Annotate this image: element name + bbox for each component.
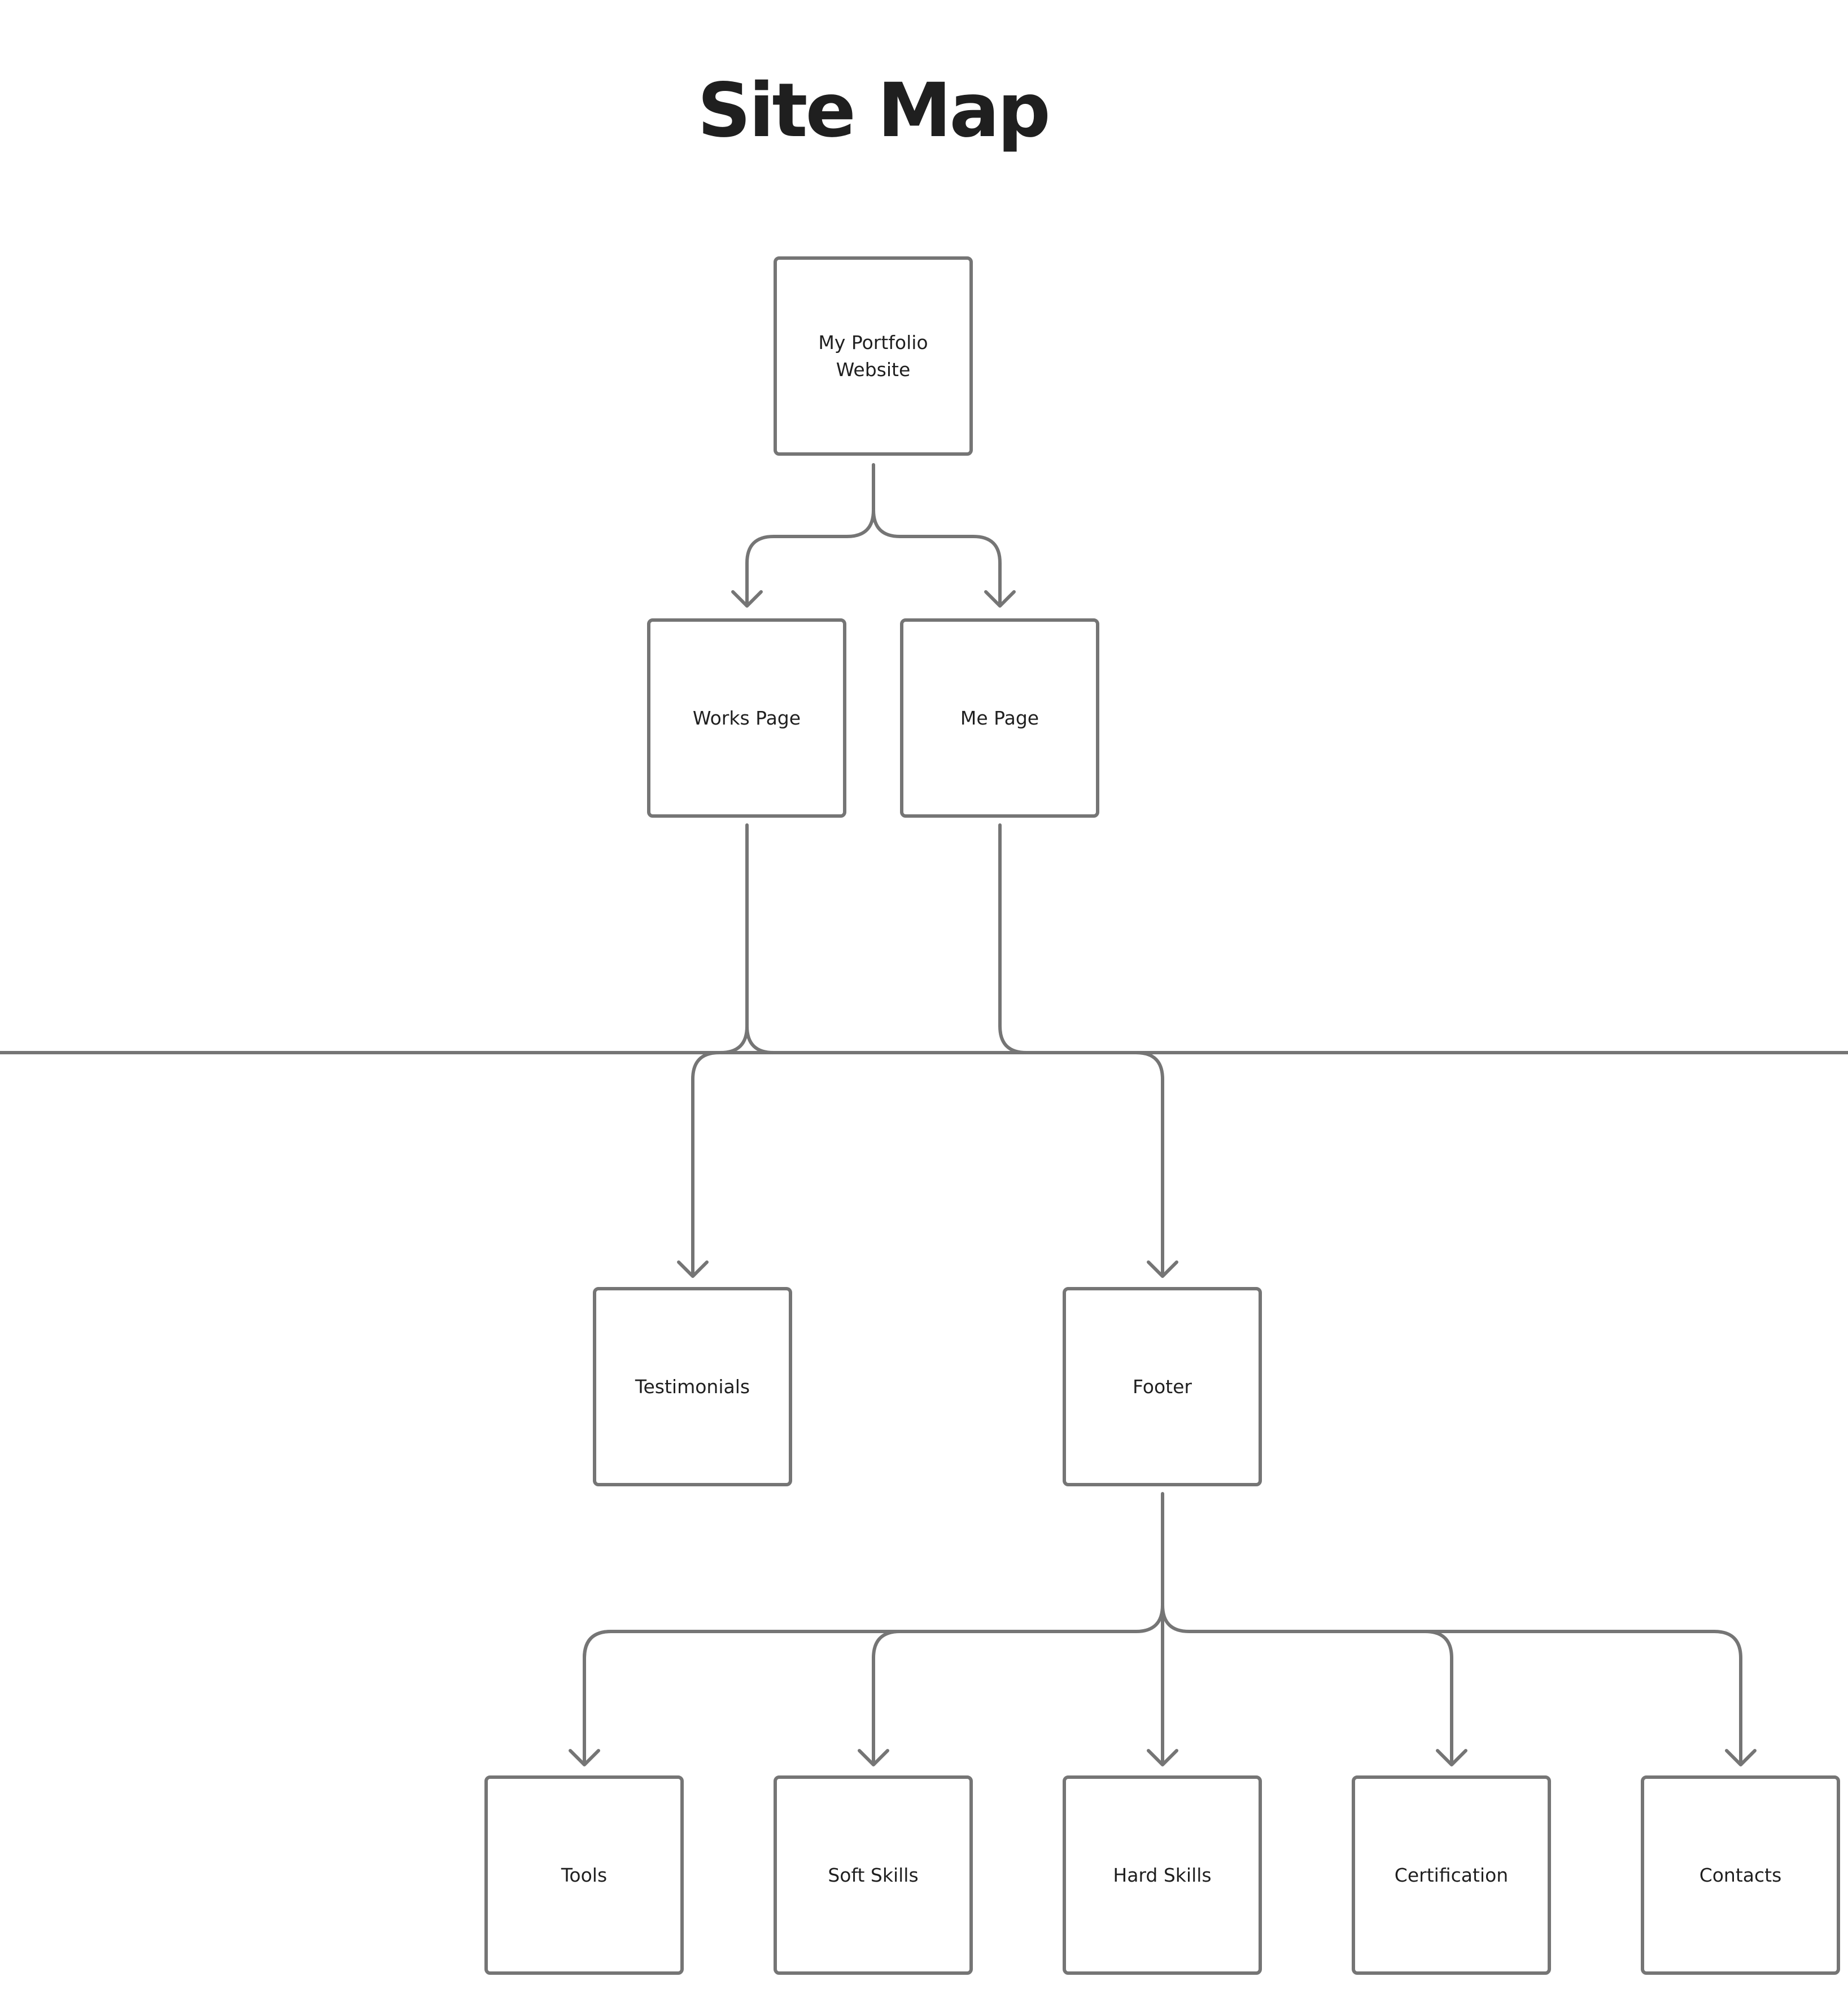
node-hard-skills: Hard Skills <box>1063 1775 1262 1975</box>
arrowhead-contacts <box>1725 1749 1757 1766</box>
node-works: Works Page <box>647 618 846 818</box>
node-soft-skills-label: Soft Skills <box>828 1864 919 1886</box>
node-soft-skills: Soft Skills <box>774 1775 973 1975</box>
edge-footer-soft <box>872 1630 902 1765</box>
node-contacts: Contacts <box>1641 1775 1840 1975</box>
arrowhead-me <box>984 590 1016 608</box>
node-footer-label: Footer <box>1133 1375 1192 1398</box>
node-footer: Footer <box>1063 1287 1262 1486</box>
edge-works-testimonials <box>691 823 749 1276</box>
node-testimonials-label: Testimonials <box>635 1375 750 1398</box>
edge-works-footer <box>745 1024 1025 1054</box>
arrowhead-cert <box>1436 1749 1467 1766</box>
edge-footer-right <box>1161 1603 1742 1765</box>
node-me-label: Me Page <box>960 706 1039 729</box>
arrowhead-works <box>731 590 763 608</box>
node-works-label: Works Page <box>692 706 801 729</box>
node-root-label: My Portfolio Website <box>818 331 928 381</box>
node-me: Me Page <box>900 618 1099 818</box>
edge-footer-tools <box>583 1630 875 1765</box>
arrowhead-soft <box>858 1749 889 1766</box>
edge-me-footer <box>998 823 1164 1276</box>
node-certification: Certification <box>1352 1775 1551 1975</box>
node-tools-label: Tools <box>561 1864 608 1886</box>
node-contacts-label: Contacts <box>1699 1864 1782 1886</box>
page-title: Site Map <box>697 67 1051 154</box>
edge-footer-cert <box>1423 1630 1453 1765</box>
arrowhead-hard <box>1147 1749 1178 1766</box>
node-hard-skills-label: Hard Skills <box>1113 1864 1212 1886</box>
node-tools: Tools <box>484 1775 684 1975</box>
node-certification-label: Certification <box>1394 1864 1509 1886</box>
arrowhead-testimonials <box>677 1260 709 1278</box>
arrowhead-tools <box>569 1749 600 1766</box>
arrowhead-footer <box>1147 1260 1178 1278</box>
edge-root-works <box>745 463 875 606</box>
node-root: My Portfolio Website <box>774 256 973 456</box>
edge-root-me <box>872 508 1002 606</box>
node-testimonials: Testimonials <box>593 1287 792 1486</box>
